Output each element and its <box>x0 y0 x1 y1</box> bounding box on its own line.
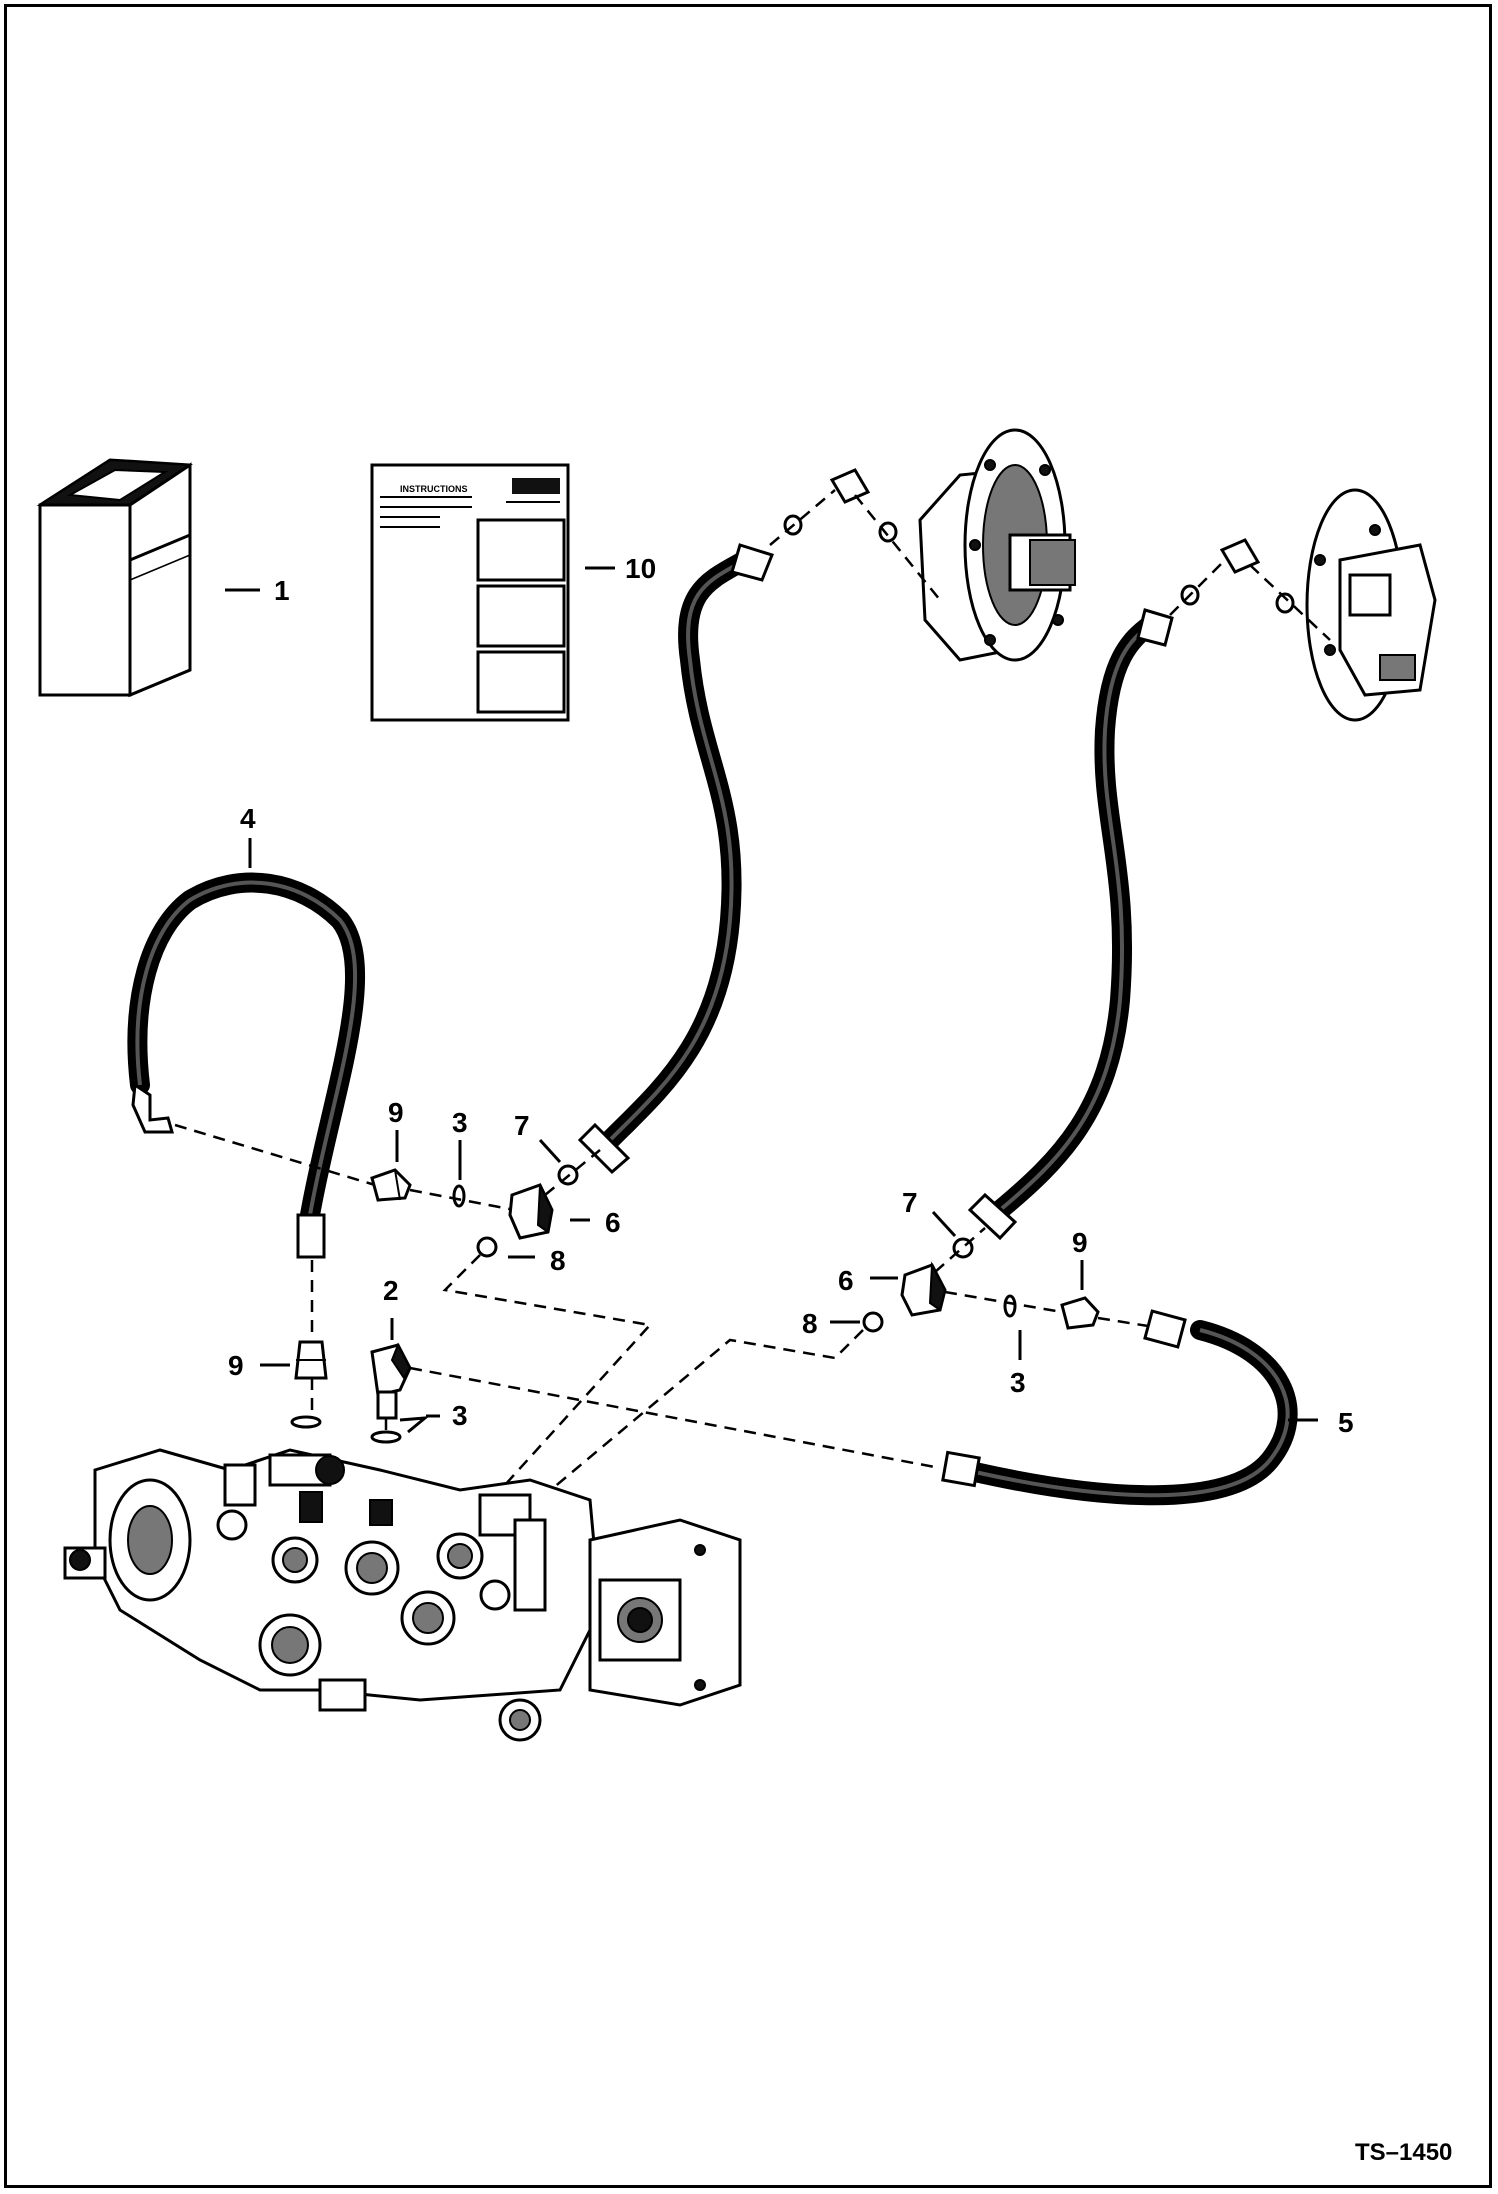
connector-fitting-9-right <box>1060 1296 1100 1330</box>
assembly-path <box>544 1149 601 1196</box>
connector-fitting-9-upper <box>370 1168 412 1202</box>
callout-9-upper: 9 <box>388 1097 404 1128</box>
callout-3-upper: 3 <box>452 1107 468 1138</box>
instruction-sheet-heading: INSTRUCTIONS <box>400 484 468 494</box>
assembly-path <box>769 489 836 546</box>
drive-motor-right <box>1305 488 1437 722</box>
leader-line <box>399 1416 430 1434</box>
callout-3-lower: 3 <box>452 1400 468 1431</box>
motor-fitting-left <box>783 468 898 543</box>
assembly-path <box>409 1188 516 1212</box>
figure-id: TS–1450 <box>1355 2139 1452 2166</box>
assembly-path <box>934 1227 986 1273</box>
callout-1: 1 <box>274 575 290 606</box>
o-ring-3-upper <box>452 1184 466 1208</box>
hose-4 <box>127 872 366 1259</box>
motor-hose-right <box>967 608 1174 1241</box>
tee-fitting-6-left <box>508 1183 554 1240</box>
callout-6-right: 6 <box>838 1265 854 1296</box>
callout-5: 5 <box>1338 1407 1354 1438</box>
callout-9-lower: 9 <box>228 1350 244 1381</box>
hose-5 <box>941 1309 1298 1506</box>
assembly-path <box>854 494 941 601</box>
elbow-fitting-2 <box>370 1342 412 1420</box>
assembly-path <box>174 1123 376 1187</box>
callout-4: 4 <box>240 803 256 834</box>
callout-2: 2 <box>383 1275 399 1306</box>
connector-fitting-9-lower <box>294 1340 328 1380</box>
callout-8-left: 8 <box>550 1245 566 1276</box>
assembly-path <box>484 1329 864 1546</box>
o-ring-3-lower-left <box>290 1415 322 1429</box>
o-ring-8-right <box>862 1311 884 1333</box>
callout-8-right: 8 <box>802 1308 818 1339</box>
assembly-path <box>1249 564 1331 641</box>
leader-line <box>538 1138 562 1164</box>
callout-3-right: 3 <box>1010 1367 1026 1398</box>
assembly-path <box>409 1366 941 1470</box>
hydrostatic-pump <box>63 1448 742 1742</box>
tee-fitting-6-right <box>900 1261 947 1317</box>
kit-box <box>36 458 194 698</box>
leader-line <box>931 1210 957 1238</box>
callout-7-right: 7 <box>902 1187 918 1218</box>
o-ring-3-lower-right <box>370 1430 402 1444</box>
callout-6-left: 6 <box>605 1207 621 1238</box>
assembly-path <box>1169 559 1226 616</box>
motor-fitting-right <box>1180 538 1295 614</box>
drawing-frame <box>4 4 1492 2188</box>
callout-10: 10 <box>625 553 656 584</box>
assembly-path <box>1097 1316 1149 1328</box>
instruction-sheet: INSTRUCTIONS <box>370 463 570 722</box>
drive-motor-left <box>918 428 1076 662</box>
motor-hose-left <box>577 543 774 1175</box>
callout-9-right: 9 <box>1072 1227 1088 1258</box>
assembly-path <box>442 1254 653 1541</box>
o-ring-8-left <box>476 1236 498 1258</box>
callout-7-left: 7 <box>514 1110 530 1141</box>
assembly-path <box>944 1290 1063 1314</box>
o-ring-3-right <box>1003 1294 1017 1318</box>
